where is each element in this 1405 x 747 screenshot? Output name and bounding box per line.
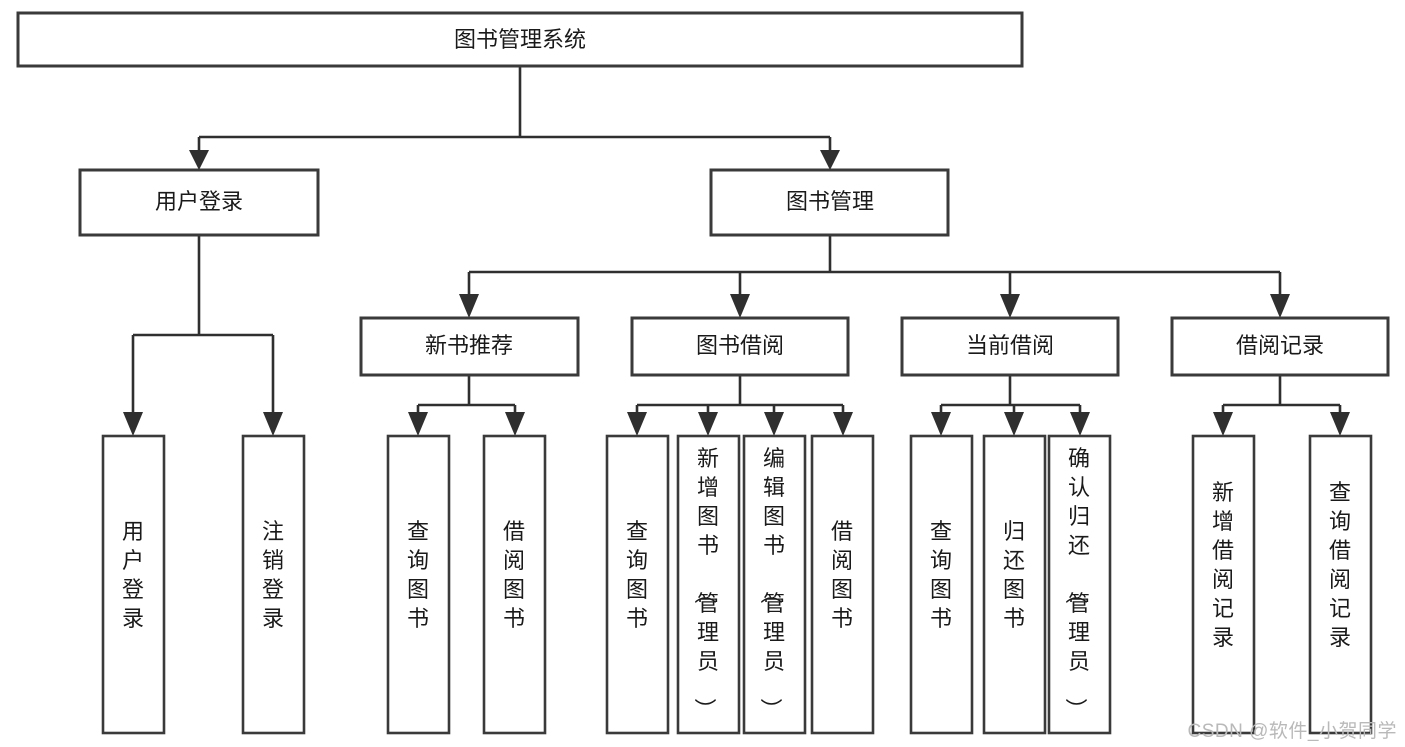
node-leaf-edit-book-label: 编辑图书（管理员）	[758, 446, 785, 720]
node-book-manage-box[interactable]	[709, 168, 950, 237]
node-book-manage[interactable]: 图书管理	[709, 168, 950, 237]
node-leaf-borrow-book-1[interactable]: 借阅图书	[482, 434, 547, 735]
arrowhead-leaf-confirm-return	[1070, 412, 1090, 436]
node-leaf-return-book-label: 归还图书	[1003, 519, 1025, 631]
node-leaf-edit-book-box[interactable]	[742, 434, 807, 735]
node-book-manage-label: 图书管理	[786, 189, 874, 214]
node-borrow-record-label: 借阅记录	[1236, 333, 1324, 358]
node-leaf-add-record-label: 新增借阅记录	[1212, 480, 1234, 650]
arrowhead-borrow-record	[1270, 294, 1290, 318]
node-leaf-confirm-return-label: 确认归还（管理员）	[1063, 446, 1090, 720]
node-leaf-confirm-return[interactable]: 确认归还（管理员）	[1047, 434, 1112, 735]
arrowhead-book-manage	[820, 150, 840, 170]
node-leaf-borrow-book-2-label: 借阅图书	[831, 519, 853, 631]
node-book-borrow[interactable]: 图书借阅	[630, 316, 850, 377]
node-new-book-rec-box[interactable]	[359, 316, 580, 377]
node-new-book-rec[interactable]: 新书推荐	[359, 316, 580, 377]
node-user-login-label: 用户登录	[155, 189, 243, 214]
node-leaf-user-logout[interactable]: 注销登录	[241, 434, 306, 735]
arrowhead-leaf-add-record	[1213, 412, 1233, 436]
node-user-login-box[interactable]	[78, 168, 320, 237]
arrowhead-leaf-borrow-book-2	[833, 412, 853, 436]
node-leaf-query-book-1-label: 查询图书	[407, 519, 429, 631]
arrowhead-leaf-edit-book	[764, 412, 784, 436]
node-leaf-user-logout-label: 注销登录	[262, 519, 284, 631]
node-borrow-record[interactable]: 借阅记录	[1170, 316, 1390, 377]
node-leaf-add-book-label: 新增图书（管理员）	[692, 446, 719, 720]
arrowhead-book-borrow	[730, 294, 750, 318]
node-root[interactable]: 图书管理系统	[16, 11, 1024, 68]
node-leaf-borrow-book-2[interactable]: 借阅图书	[810, 434, 875, 735]
node-root-label: 图书管理系统	[454, 27, 586, 52]
arrowhead-leaf-query-book-1	[408, 412, 428, 436]
node-leaf-add-book[interactable]: 新增图书（管理员）	[676, 434, 741, 735]
leaf-nodes-layer: 用户登录 注销登录 查询图书 借阅图书 查询图书 新增图书（管理员）	[101, 434, 1373, 735]
arrowhead-leaf-query-book-2	[627, 412, 647, 436]
node-leaf-query-record-box[interactable]	[1308, 434, 1373, 735]
node-leaf-add-book-box[interactable]	[676, 434, 741, 735]
node-leaf-query-book-1-box[interactable]	[386, 434, 451, 735]
arrowhead-current-borrow	[1000, 294, 1020, 318]
node-leaf-query-book-2[interactable]: 查询图书	[605, 434, 670, 735]
csdn-watermark: CSDN @软件_小贺同学	[1187, 721, 1397, 742]
node-leaf-edit-book[interactable]: 编辑图书（管理员）	[742, 434, 807, 735]
node-leaf-user-login[interactable]: 用户登录	[101, 434, 166, 735]
node-leaf-borrow-book-1-label: 借阅图书	[503, 519, 525, 631]
node-leaf-add-record[interactable]: 新增借阅记录	[1191, 434, 1256, 735]
node-book-borrow-box[interactable]	[630, 316, 850, 377]
node-leaf-query-book-1[interactable]: 查询图书	[386, 434, 451, 735]
node-leaf-borrow-book-1-box[interactable]	[482, 434, 547, 735]
node-leaf-return-book[interactable]: 归还图书	[982, 434, 1047, 735]
arrowhead-leaf-query-book-3	[931, 412, 951, 436]
arrowhead-leaf-user-login	[123, 412, 143, 436]
node-leaf-user-login-box[interactable]	[101, 434, 166, 735]
node-leaf-query-book-2-label: 查询图书	[626, 519, 648, 631]
node-leaf-query-book-3[interactable]: 查询图书	[909, 434, 974, 735]
node-leaf-return-book-box[interactable]	[982, 434, 1047, 735]
node-leaf-query-book-3-box[interactable]	[909, 434, 974, 735]
node-leaf-user-login-label: 用户登录	[122, 519, 144, 631]
node-new-book-rec-label: 新书推荐	[425, 333, 513, 358]
node-leaf-query-record-label: 查询借阅记录	[1329, 480, 1351, 650]
node-leaf-user-logout-box[interactable]	[241, 434, 306, 735]
arrowhead-new-book-rec	[459, 294, 479, 318]
node-leaf-add-record-box[interactable]	[1191, 434, 1256, 735]
node-current-borrow[interactable]: 当前借阅	[900, 316, 1120, 377]
node-user-login[interactable]: 用户登录	[78, 168, 320, 237]
node-leaf-query-book-3-label: 查询图书	[930, 519, 952, 631]
arrowhead-user-login	[189, 150, 209, 170]
node-current-borrow-label: 当前借阅	[966, 333, 1054, 358]
node-leaf-confirm-return-box[interactable]	[1047, 434, 1112, 735]
arrowhead-leaf-borrow-book-1	[505, 412, 525, 436]
arrowhead-leaf-add-book	[698, 412, 718, 436]
arrowhead-leaf-user-logout	[263, 412, 283, 436]
node-leaf-query-book-2-box[interactable]	[605, 434, 670, 735]
node-root-box[interactable]	[16, 11, 1024, 68]
node-leaf-query-record[interactable]: 查询借阅记录	[1308, 434, 1373, 735]
node-book-borrow-label: 图书借阅	[696, 333, 784, 358]
node-current-borrow-box[interactable]	[900, 316, 1120, 377]
arrowhead-leaf-query-record	[1330, 412, 1350, 436]
arrowhead-leaf-return-book	[1004, 412, 1024, 436]
connector-layer	[123, 66, 1350, 436]
node-leaf-borrow-book-2-box[interactable]	[810, 434, 875, 735]
node-borrow-record-box[interactable]	[1170, 316, 1390, 377]
